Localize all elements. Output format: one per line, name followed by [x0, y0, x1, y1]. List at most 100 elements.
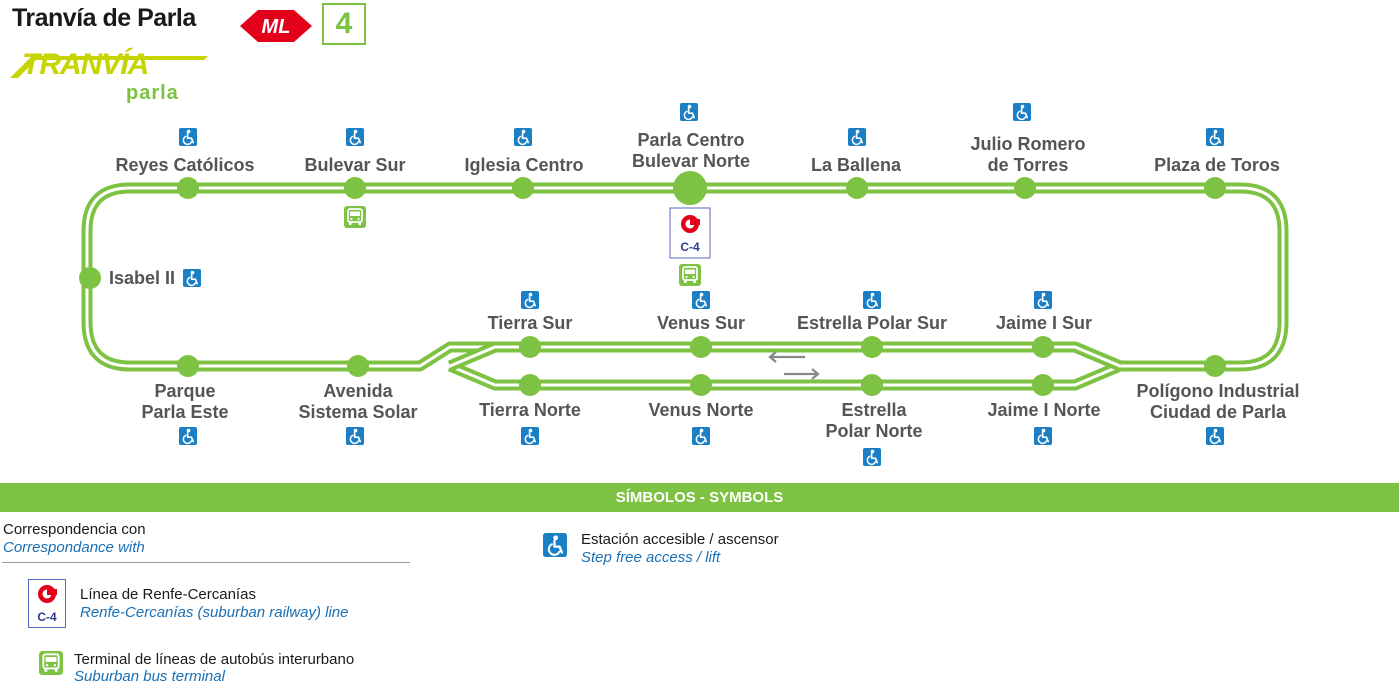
access-legend-label-en: Step free access / lift [581, 549, 721, 566]
station-label: Bulevar Norte [632, 151, 750, 171]
station-dot [519, 374, 541, 396]
station-label: Reyes Católicos [115, 155, 254, 175]
renfe-legend-line: C-4 [37, 610, 57, 624]
station-tierra-norte[interactable]: Tierra Norte [479, 374, 581, 446]
renfe-cercanias-icon: C-4 [669, 207, 711, 259]
station-label: Plaza de Toros [1154, 155, 1280, 175]
station-label: Venus Norte [648, 400, 753, 420]
accessible-icon [1033, 426, 1053, 446]
station-label: Avenida [323, 381, 393, 401]
station-dot [344, 177, 366, 199]
station-dot [673, 171, 707, 205]
station-reyes-catolicos[interactable]: Reyes Católicos [115, 127, 255, 199]
station-dot [690, 336, 712, 358]
station-isabel-ii[interactable]: Isabel II [79, 267, 202, 289]
station-dot [1204, 355, 1226, 377]
station-dot [1032, 374, 1054, 396]
station-label: Parque [154, 381, 215, 401]
station-plaza-de-toros[interactable]: Plaza de Toros [1154, 127, 1280, 199]
bus-legend-label-en: Suburban bus terminal [74, 668, 225, 685]
ml-logo-text: ML [262, 16, 291, 38]
station-iglesia-centro[interactable]: Iglesia Centro [464, 127, 584, 199]
station-jaime-i-sur[interactable]: Jaime I Sur [996, 290, 1092, 358]
accessible-icon [345, 127, 365, 147]
station-dot [347, 355, 369, 377]
station-venus-sur[interactable]: Venus Sur [657, 290, 745, 358]
station-bulevar-sur[interactable]: Bulevar Sur [304, 127, 406, 229]
accessible-icon [1033, 290, 1053, 310]
station-dot [512, 177, 534, 199]
station-label: Tierra Sur [488, 313, 573, 333]
symbols-bar: SÍMBOLOS - SYMBOLS [0, 483, 1399, 512]
correspondence-label: Correspondencia con [3, 521, 146, 538]
station-venus-norte[interactable]: Venus Norte [648, 374, 754, 446]
station-parque-parla-este[interactable]: Parque Parla Este [141, 355, 229, 446]
accessible-legend-icon [543, 533, 567, 557]
accessible-icon [1012, 102, 1032, 122]
station-dot [177, 177, 199, 199]
tram-line-map: Reyes Católicos Bulevar Sur Iglesia Cent… [79, 102, 1300, 467]
station-label: La Ballena [811, 155, 902, 175]
station-dot [861, 374, 883, 396]
station-label: Bulevar Sur [304, 155, 405, 175]
station-label: Jaime I Sur [996, 313, 1092, 333]
station-label: Parla Este [141, 402, 228, 422]
accessible-icon [513, 127, 533, 147]
bus-terminal-icon [678, 263, 702, 287]
station-parla-centro[interactable]: Parla Centro Bulevar Norte C-4 [632, 102, 750, 287]
station-dot [177, 355, 199, 377]
accessible-icon [520, 290, 540, 310]
station-label: Estrella Polar Sur [797, 313, 947, 333]
bus-terminal-legend-icon [39, 651, 63, 675]
accessible-icon [847, 127, 867, 147]
access-legend-label: Estación accesible / ascensor [581, 531, 779, 548]
brand-logo-main: TRANVÍA [22, 48, 149, 81]
station-label: Julio Romero [970, 134, 1085, 154]
metro-ligero-logo: ML [240, 10, 312, 42]
station-label: de Torres [988, 155, 1069, 175]
tranvia-brand-swoosh [10, 56, 208, 78]
station-dot [1032, 336, 1054, 358]
accessible-icon [520, 426, 540, 446]
accessible-icon [862, 447, 882, 467]
station-label: Polígono Industrial [1137, 381, 1300, 401]
station-label: Sistema Solar [298, 402, 417, 422]
station-avenida-sistema-solar[interactable]: Avenida Sistema Solar [298, 355, 418, 446]
station-label: Ciudad de Parla [1150, 402, 1287, 422]
accessible-icon [1205, 426, 1225, 446]
station-estrella-polar-sur[interactable]: Estrella Polar Sur [797, 290, 947, 358]
station-label: Tierra Norte [479, 400, 581, 420]
accessible-icon [182, 268, 202, 288]
station-label: Parla Centro [637, 130, 744, 150]
renfe-legend-icon: C-4 [28, 579, 66, 628]
renfe-line-label: C-4 [680, 240, 700, 254]
station-tierra-sur[interactable]: Tierra Sur [488, 290, 573, 358]
accessible-icon [691, 426, 711, 446]
station-dot [1204, 177, 1226, 199]
station-dot [79, 267, 101, 289]
station-estrella-polar-norte[interactable]: Estrella Polar Norte [825, 374, 923, 467]
station-dot [1014, 177, 1036, 199]
station-jaime-i-norte[interactable]: Jaime I Norte [987, 374, 1101, 446]
page-title: Tranvía de Parla [12, 4, 196, 32]
station-la-ballena[interactable]: La Ballena [811, 127, 902, 199]
station-label: Venus Sur [657, 313, 745, 333]
accessible-icon [862, 290, 882, 310]
station-julio-romero-de-torres[interactable]: Julio Romero de Torres [970, 102, 1086, 199]
station-dot [690, 374, 712, 396]
station-label: Polar Norte [825, 421, 922, 441]
renfe-legend-label: Línea de Renfe-Cercanías [80, 586, 256, 603]
brand-logo-sub: parla [126, 82, 179, 104]
renfe-legend-label-en: Renfe-Cercanías (suburban railway) line [80, 604, 349, 621]
bus-legend-label: Terminal de líneas de autobús interurban… [74, 651, 355, 668]
tram-track [81, 182, 1289, 391]
station-dot [861, 336, 883, 358]
accessible-icon [691, 290, 711, 310]
accessible-icon [178, 426, 198, 446]
direction-arrows-icon [768, 351, 820, 380]
line-number-badge: 4 [322, 3, 366, 45]
station-dot [846, 177, 868, 199]
station-label: Iglesia Centro [464, 155, 583, 175]
accessible-icon [345, 426, 365, 446]
station-poligono-industrial[interactable]: Polígono Industrial Ciudad de Parla [1137, 355, 1300, 446]
